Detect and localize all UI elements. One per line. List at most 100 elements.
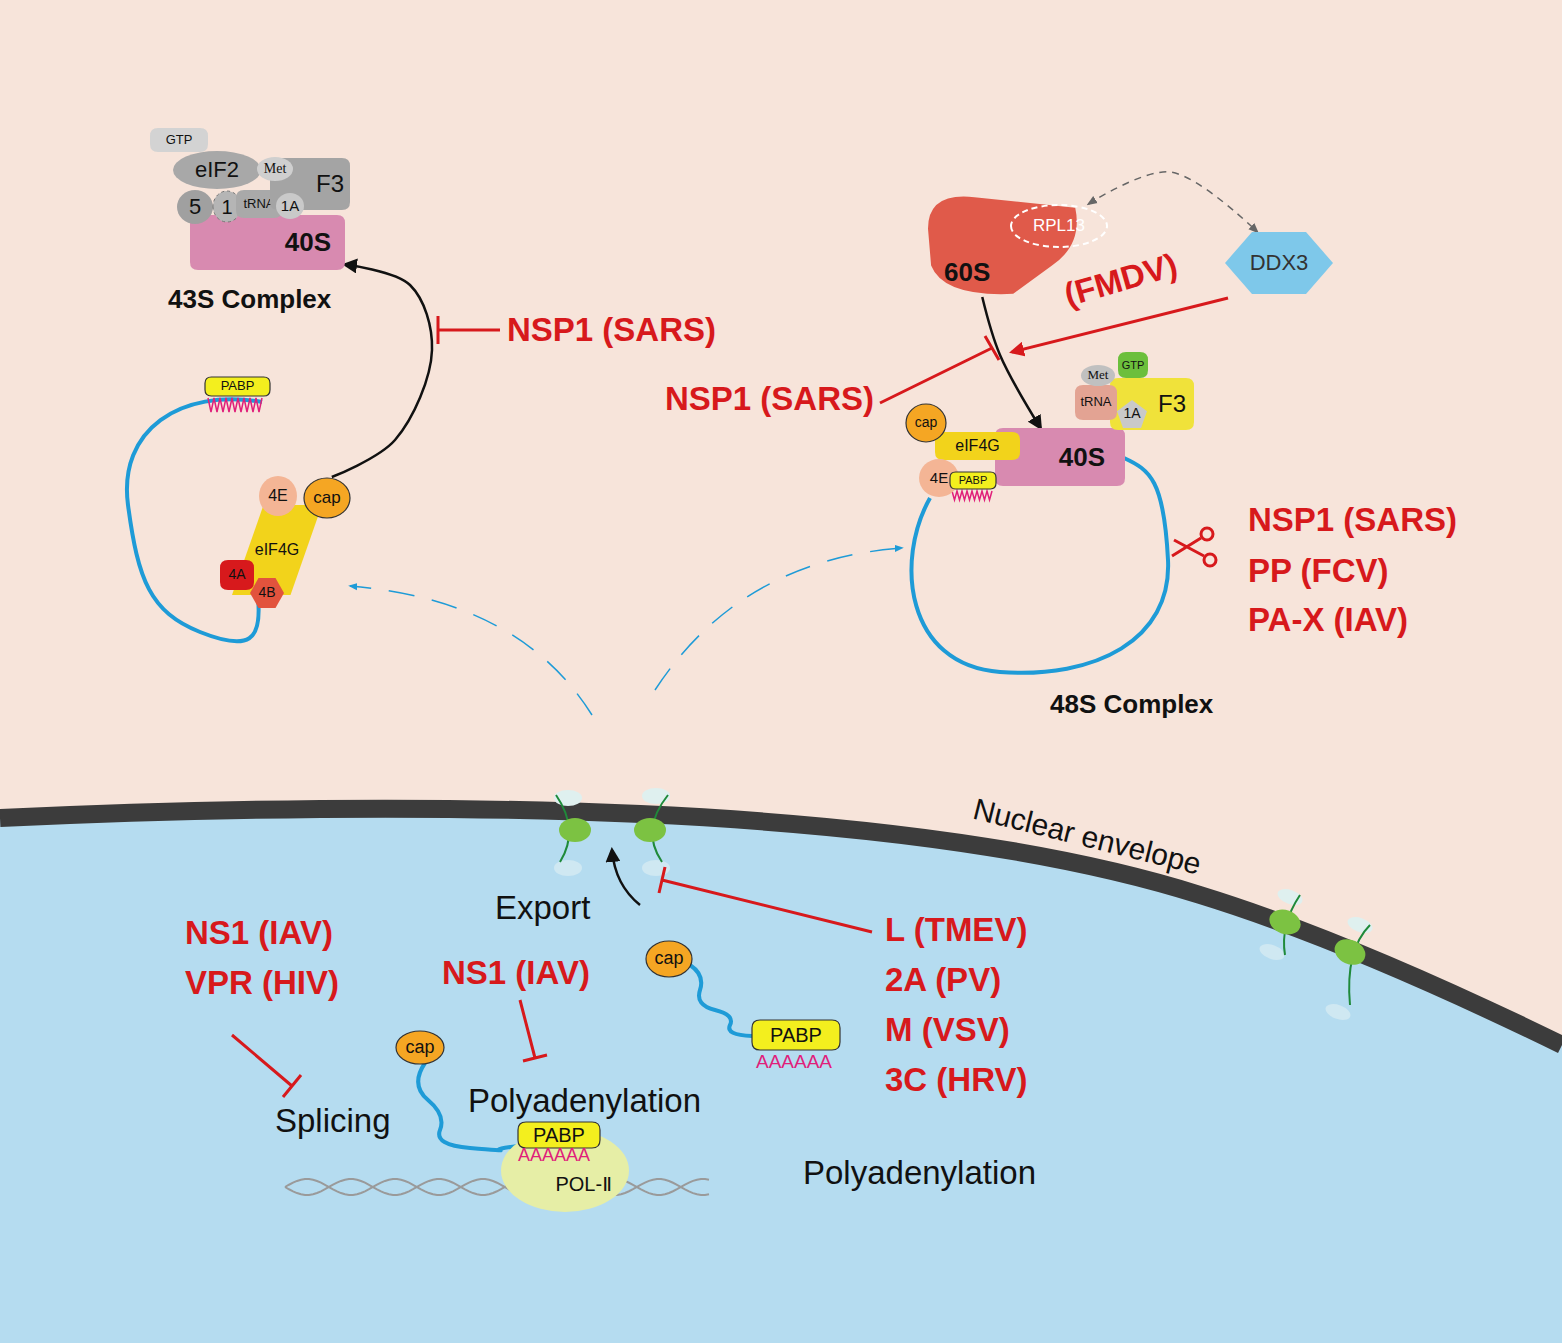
node-outline — [752, 1020, 840, 1050]
node-text: eIF4G — [955, 437, 999, 455]
pore-part — [1345, 914, 1374, 936]
node-outline — [935, 432, 1020, 460]
node-outline — [173, 151, 261, 189]
mrna-strand — [127, 399, 262, 641]
node-outline — [1075, 385, 1117, 420]
interaction-arrow — [1088, 172, 1257, 232]
pore-part — [634, 818, 666, 842]
nucleus — [0, 809, 1562, 1343]
pabp-box: PABP — [752, 1020, 840, 1050]
factor-eif4b: 4B — [250, 578, 284, 608]
scissors-ring — [1204, 554, 1216, 566]
process-label: Export — [495, 890, 590, 926]
node-outline — [257, 157, 293, 181]
met-tag: Met — [1080, 364, 1116, 387]
scissors-icon — [1172, 528, 1216, 566]
pore-part — [1266, 905, 1304, 938]
translation-arrow — [332, 265, 432, 478]
label-text: Polyadenylation — [468, 1082, 701, 1119]
node-text: PABP — [959, 474, 988, 486]
pore-part — [554, 860, 582, 876]
node-text: F3 — [316, 171, 344, 197]
node-text: DDX3 — [1250, 251, 1309, 275]
scissors-ring — [1201, 528, 1213, 540]
label-text: L (TMEV) — [885, 911, 1027, 948]
label-text: NSP1 (SARS) — [665, 380, 874, 417]
node-text: tRNA — [1080, 395, 1111, 409]
node-text: 1A — [281, 198, 299, 215]
viral-protein: L (TMEV) — [885, 912, 1027, 948]
node-outline — [205, 377, 270, 396]
node-text: 1 — [221, 196, 232, 218]
node-text: 4E — [930, 470, 948, 487]
node-text: PABP — [533, 1124, 585, 1146]
cap-circle: cap — [395, 1030, 445, 1065]
gtp-tag: GTP — [1118, 352, 1148, 378]
mrna-strand — [690, 965, 752, 1036]
viral-protein: NSP1 (SARS) — [665, 381, 874, 417]
rpl13-region: RPL13 — [1010, 204, 1108, 248]
pabp-box: PABP — [950, 472, 996, 489]
node-outline — [518, 1122, 600, 1148]
viral-protein: NSP1 (SARS) — [507, 312, 716, 348]
node-outline — [396, 1031, 444, 1064]
node-outline — [1081, 365, 1115, 386]
label-text: NSP1 (SARS) — [1248, 501, 1457, 538]
factor-eif4e: 4E — [258, 475, 298, 517]
label-text: M (VSV) — [885, 1011, 1010, 1048]
node-outline — [1225, 232, 1333, 294]
pore-part — [559, 818, 591, 842]
process-label: Polyadenylation — [468, 1083, 701, 1119]
viral-protein: 3C (HRV) — [885, 1062, 1027, 1098]
viral-protein: PP (FCV) — [1248, 553, 1389, 589]
pore-part — [1257, 941, 1286, 963]
node-outline — [150, 128, 208, 152]
label-text: NS1 (IAV) — [185, 914, 333, 951]
label-text: AAAAAA — [756, 1051, 832, 1072]
viral-protein: VPR (HIV) — [185, 965, 339, 1001]
label-text: Export — [495, 889, 590, 926]
cap-circle: cap — [645, 940, 693, 978]
node-text: PABP — [221, 379, 255, 393]
node-text: 40S — [1059, 443, 1105, 472]
scissors-blade — [1172, 538, 1204, 556]
node-outline — [1011, 205, 1107, 247]
inhibition-line — [880, 336, 999, 403]
nuclear-pore — [554, 788, 670, 876]
activation-arrow — [1012, 298, 1228, 352]
node-outline — [220, 560, 254, 590]
dna-helix — [285, 1179, 709, 1195]
viral-protein: NS1 (IAV) — [185, 915, 333, 951]
node-outline — [1110, 378, 1194, 430]
cap-circle: cap — [303, 477, 351, 519]
node-text: 4B — [258, 585, 275, 600]
pore-fibre — [1284, 895, 1370, 1005]
node-text: cap — [915, 415, 938, 430]
node-outline — [250, 578, 284, 608]
pore-part — [1323, 1001, 1352, 1023]
ribosome-60s: 60SRPL13 — [928, 192, 1083, 297]
node-text: GTP — [1122, 359, 1145, 371]
node-text: 60S — [944, 258, 990, 287]
poly-a-text: AAAAAA — [518, 1146, 590, 1166]
node-text: PABP — [770, 1024, 822, 1046]
node-text: Met — [1088, 368, 1109, 382]
nuclear-pore — [1257, 886, 1374, 1023]
node-outline — [304, 478, 350, 518]
node-outline — [190, 215, 345, 270]
viral-protein: NSP1 (SARS) — [1248, 502, 1457, 538]
poly-a-zigzag — [208, 398, 262, 412]
node-outline — [276, 193, 304, 219]
poly-a-text: AAAAAA — [756, 1052, 832, 1073]
node-outline — [928, 197, 1077, 295]
ribosome-40s: 40S — [190, 215, 345, 270]
factor-eif4a: 4A — [220, 560, 254, 590]
transport-arrow — [655, 548, 902, 690]
ddx3-hexagon: DDX3 — [1225, 232, 1333, 294]
node-text: 40S — [285, 228, 331, 257]
dna-strand — [285, 1179, 709, 1195]
node-text: GTP — [166, 133, 193, 147]
label-text: 43S Complex — [168, 284, 331, 314]
